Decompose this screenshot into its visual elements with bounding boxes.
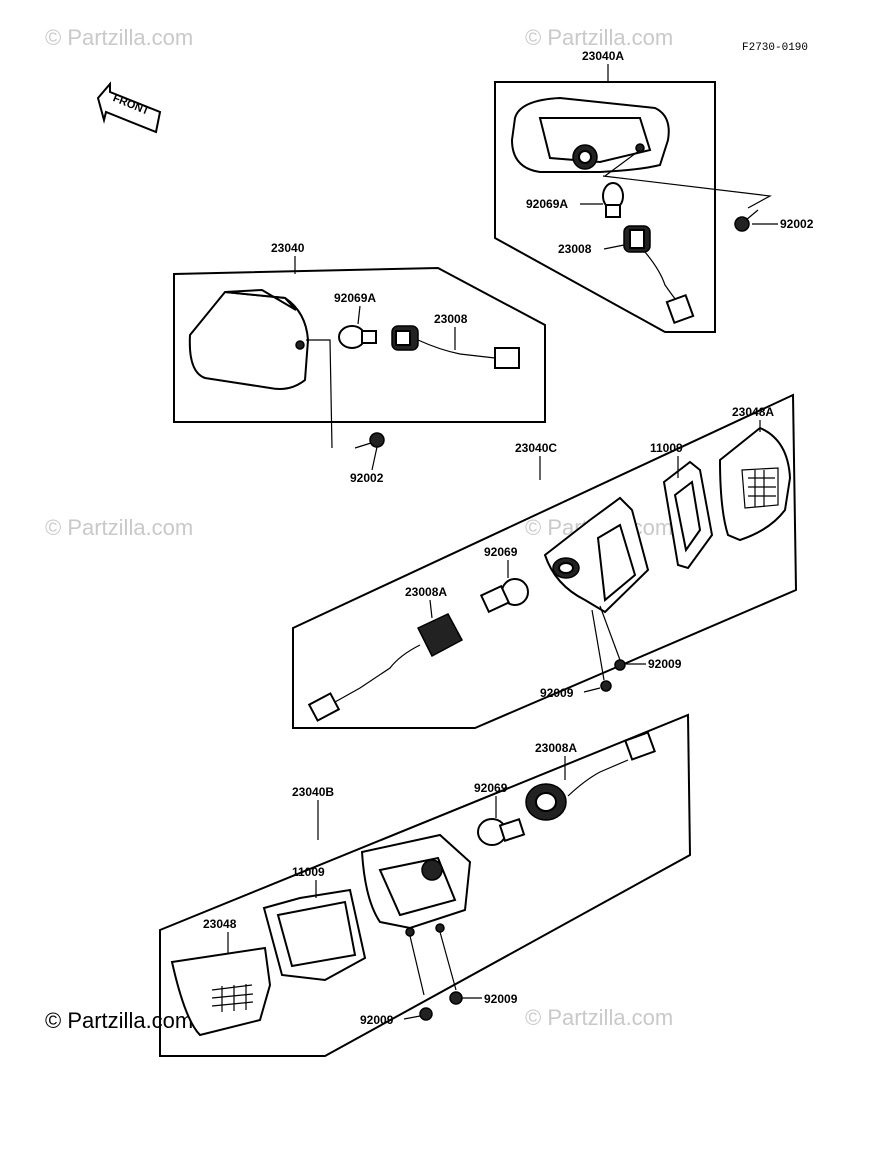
lens-23048a <box>718 426 792 542</box>
label-23008a-d[interactable]: 23008A <box>535 741 577 755</box>
group-23040b: 23040B 23008A 92069 11 <box>159 713 692 1057</box>
reference-code: F2730-0190 <box>742 42 808 54</box>
group-23040a: 23040A 92069A 23008 <box>494 49 814 333</box>
socket-23008a-d <box>525 731 656 821</box>
label-23008-b[interactable]: 23008 <box>434 312 468 326</box>
label-92002-b[interactable]: 92002 <box>350 471 384 485</box>
label-92069-c[interactable]: 92069 <box>484 545 518 559</box>
group-b-frame <box>173 266 546 423</box>
turn-signal-housing-side-d <box>360 833 472 937</box>
bulb-92069a-b <box>338 325 377 349</box>
label-23040b[interactable]: 23040B <box>292 785 334 799</box>
screw-92002-b <box>354 432 385 449</box>
group-23040: 23040 92069A 23008 92002 <box>173 241 546 485</box>
label-23040a[interactable]: 23040A <box>582 49 624 63</box>
label-23048[interactable]: 23048 <box>203 917 237 931</box>
label-92009-d2[interactable]: 92009 <box>360 1013 394 1027</box>
label-11009-c[interactable]: 11009 <box>650 441 683 455</box>
turn-signal-housing-rear <box>510 96 670 173</box>
gasket-11009-d <box>262 888 367 982</box>
bulb-92069-c <box>479 578 529 614</box>
watermark-2: © Partzilla.com <box>525 25 673 50</box>
screw-92009-c1 <box>591 605 626 692</box>
front-arrow-icon: FRONT <box>96 81 162 134</box>
socket-23008-a <box>623 225 695 325</box>
label-92069a-b[interactable]: 92069A <box>334 291 376 305</box>
group-23040c: 23040C 23048A 11009 <box>292 393 798 729</box>
socket-23008-b <box>391 325 520 369</box>
group-d-frame <box>159 713 692 1057</box>
turn-signal-housing-front <box>188 288 310 390</box>
bulb-92069-d <box>477 818 526 846</box>
label-23008a-c[interactable]: 23008A <box>405 585 447 599</box>
watermark-corner: © Partzilla.com <box>45 1008 193 1033</box>
label-23008-a[interactable]: 23008 <box>558 242 592 256</box>
group-c-frame <box>292 393 798 729</box>
lens-23048 <box>170 946 272 1037</box>
label-92069-d[interactable]: 92069 <box>474 781 508 795</box>
label-92002-a[interactable]: 92002 <box>780 217 814 231</box>
watermark-1: © Partzilla.com <box>45 25 193 50</box>
watermark-5: © Partzilla.com <box>525 1005 673 1030</box>
label-23048a[interactable]: 23048A <box>732 405 774 419</box>
label-92069a-a[interactable]: 92069A <box>526 197 568 211</box>
screw-92009-d1 <box>409 931 463 1021</box>
label-92009-c1[interactable]: 92009 <box>648 657 682 671</box>
label-92009-d1[interactable]: 92009 <box>484 992 518 1006</box>
label-23040c[interactable]: 23040C <box>515 441 557 455</box>
label-11009-d[interactable]: 11009 <box>292 865 325 879</box>
turn-signal-housing-side-c <box>543 496 650 614</box>
label-92009-c2[interactable]: 92009 <box>540 686 574 700</box>
bulb-92069a-a <box>602 182 624 218</box>
gasket-11009-c <box>662 460 714 570</box>
watermark-3: © Partzilla.com <box>45 515 193 540</box>
group-a-frame <box>494 81 716 333</box>
label-23040[interactable]: 23040 <box>271 241 305 255</box>
socket-23008a-c <box>307 613 464 722</box>
screw-92002-a <box>734 209 759 232</box>
